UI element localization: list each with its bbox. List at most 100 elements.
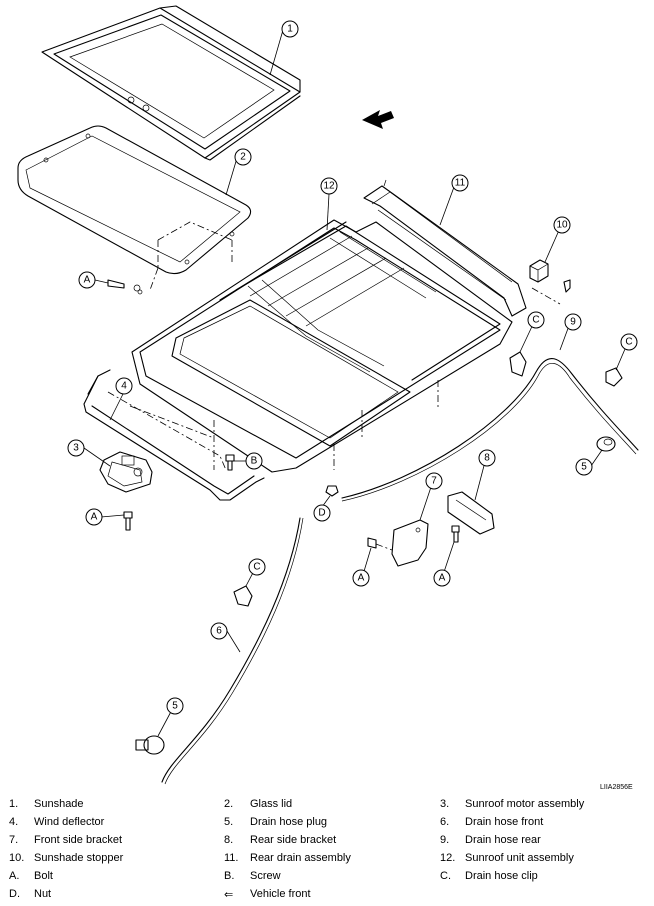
sunroof-unit-assembly (129, 219, 513, 473)
sunshade-part (41, 5, 301, 161)
legend-key: 5. (224, 816, 234, 828)
document-code: LIIA2856E (600, 784, 633, 791)
callout-3: 3 (67, 439, 85, 457)
legend-label: Drain hose front (465, 816, 544, 828)
front-side-bracket-part (367, 519, 429, 567)
callout-b: B (245, 452, 263, 470)
callout-c-far-right: C (620, 333, 638, 351)
legend-key: 10. (9, 852, 25, 864)
vehicle-front-arrow (362, 110, 394, 129)
callout-8: 8 (478, 449, 496, 467)
legend-row: D.Nut⇐Vehicle front (0, 888, 654, 906)
legend-row: 7. Front side bracket 8. Rear side bracket 9… (0, 834, 654, 852)
legend-label: Rear drain assembly (250, 852, 351, 864)
legend-key: 6. (440, 816, 450, 828)
svg-text:4: 4 (121, 381, 127, 392)
legend-key: C. (440, 870, 451, 882)
sunroof-exploded-diagram: 1 2 12 11 10 9 4 3 A A B D C C 5 C 6 5 7… (17, 5, 639, 785)
sunroof-motor-assembly-part (99, 451, 153, 493)
svg-text:C: C (253, 562, 260, 573)
legend-label: Vehicle front (250, 888, 311, 900)
svg-text:8: 8 (484, 453, 490, 464)
legend-key: A. (9, 870, 20, 882)
callout-7: 7 (425, 472, 443, 490)
svg-text:A: A (358, 573, 365, 584)
legend-label: Rear side bracket (250, 834, 337, 846)
legend-label: Sunroof unit assembly (465, 852, 574, 864)
callout-4: 4 (115, 377, 133, 395)
rear-drain-assembly (363, 179, 527, 317)
svg-text:12: 12 (323, 181, 335, 192)
svg-text:5: 5 (581, 462, 587, 473)
legend-label: Screw (250, 870, 281, 882)
legend-key: 8. (224, 834, 234, 846)
legend-key: D. (9, 888, 20, 900)
svg-text:9: 9 (570, 317, 576, 328)
svg-text:C: C (625, 337, 632, 348)
rear-side-bracket-part (447, 491, 495, 543)
svg-text:5: 5 (172, 701, 178, 712)
legend-key: 7. (9, 834, 19, 846)
svg-text:11: 11 (455, 178, 466, 189)
callout-a-bracket8: A (433, 569, 451, 587)
callout-5-right: 5 (575, 458, 593, 476)
callout-a-bracket7: A (352, 569, 370, 587)
drain-hose-front-part (161, 517, 304, 785)
legend-label: Drain hose plug (250, 816, 328, 828)
wind-deflector-part (83, 369, 265, 501)
legend-label: Glass lid (250, 798, 293, 810)
glass-lid-part (17, 125, 252, 291)
legend-key: 11. (224, 852, 239, 864)
drain-hose-clip-lower (233, 585, 253, 607)
drain-hose-plug-right (596, 436, 616, 452)
svg-text:2: 2 (240, 152, 246, 163)
svg-text:D: D (318, 508, 325, 519)
svg-text:A: A (84, 275, 91, 286)
legend-row: 10. Sunshade stopper 11. Rear drain assembl… (0, 852, 654, 870)
legend-key: B. (224, 870, 235, 882)
legend-key: 1. (9, 798, 19, 810)
svg-text:B: B (251, 456, 258, 467)
svg-text:10: 10 (556, 220, 568, 231)
legend-key: 2. (224, 798, 234, 810)
legend-key: 9. (440, 834, 450, 846)
callout-a-motor: A (85, 508, 103, 526)
sunshade-stopper-part (529, 259, 571, 305)
callout-11: 11 (451, 174, 469, 192)
drain-hose-rear-part (341, 358, 639, 502)
legend-label: Sunroof motor assembly (465, 798, 585, 810)
bolt-a-left (107, 279, 143, 295)
svg-text:A: A (439, 573, 446, 584)
svg-text:A: A (91, 512, 98, 523)
svg-text:1: 1 (287, 24, 293, 35)
legend-label: Sunshade stopper (34, 852, 124, 864)
legend-key: 4. (9, 816, 19, 828)
legend-key: 12. (440, 852, 456, 864)
drain-hose-clip-far-right (605, 367, 623, 387)
legend-label: Front side bracket (34, 834, 123, 846)
callout-c-lower: C (248, 558, 266, 576)
callout-12: 12 (320, 177, 338, 195)
screw-b (225, 454, 235, 471)
legend-key: ⇐ (224, 889, 234, 901)
callout-6: 6 (210, 622, 228, 640)
callout-5-lower: 5 (166, 697, 184, 715)
legend-label: Drain hose rear (465, 834, 541, 846)
svg-text:C: C (532, 315, 539, 326)
callout-a-left: A (78, 271, 96, 289)
legend-label: Bolt (34, 870, 53, 882)
callout-1: 1 (281, 20, 299, 38)
legend-label: Sunshade (34, 798, 84, 810)
bolt-a-motor (123, 511, 133, 531)
callout-9: 9 (564, 313, 582, 331)
leader-lines (83, 29, 629, 737)
legend-label: Wind deflector (34, 816, 105, 828)
callout-d: D (313, 504, 331, 522)
nut-d (325, 485, 339, 497)
svg-text:3: 3 (73, 443, 79, 454)
drain-hose-plug-lower (135, 735, 165, 755)
drain-hose-clip-right (509, 351, 527, 377)
